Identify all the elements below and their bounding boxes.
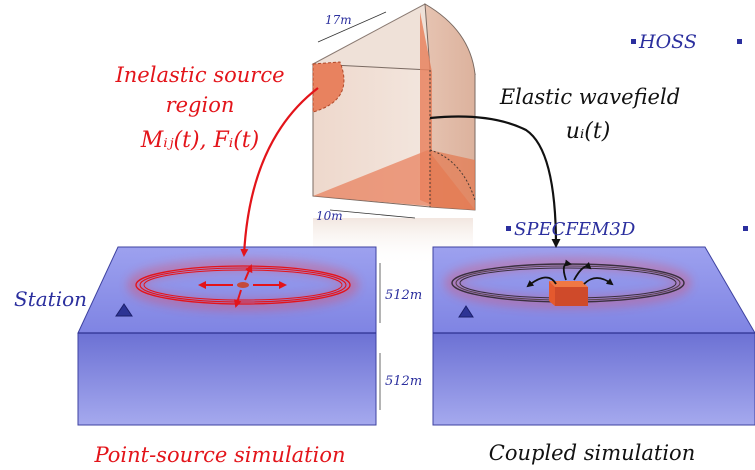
- label-512m-bottom: 512m: [385, 374, 422, 389]
- right-caption: Coupled simulation: [489, 441, 695, 465]
- inelastic-label-line3: Mᵢⱼ(t), Fᵢ(t): [140, 128, 259, 153]
- coupled-box: [432, 246, 755, 426]
- label-hoss: HOSS: [638, 31, 697, 53]
- left-station-marker: [115, 303, 133, 317]
- right-box-front: [432, 332, 755, 426]
- coupled-cube-front: [549, 281, 555, 306]
- inelastic-label-line2: region: [166, 93, 235, 117]
- point-source-box: [77, 246, 381, 426]
- cube-arrow-up-right: [573, 261, 592, 281]
- inelastic-region-patch: [312, 61, 345, 113]
- left-box-top: [77, 246, 377, 334]
- red-connector-arrow: [240, 87, 319, 257]
- specfem-tag: SPECFEM3D: [506, 219, 748, 240]
- point-source-dot: [237, 282, 249, 288]
- left-box-front: [77, 332, 377, 426]
- left-ring-outer: [135, 265, 351, 305]
- elastic-label-line1: Elastic wavefield: [499, 85, 680, 109]
- cube-arrow-left: [526, 276, 557, 288]
- cube-arrow-right: [583, 277, 614, 286]
- left-glow: [128, 260, 358, 310]
- hoss-tag: HOSS: [631, 31, 742, 53]
- left-caption: Point-source simulation: [93, 443, 345, 467]
- block-dotted-arc: [429, 149, 476, 201]
- coupled-cube-top: [549, 281, 588, 287]
- inelastic-label-line1: Inelastic source: [114, 63, 284, 87]
- force-arrow-down: [233, 289, 242, 308]
- label-specfem: SPECFEM3D: [514, 219, 636, 240]
- coupled-cube-side: [555, 287, 588, 306]
- station-label: Station: [14, 287, 87, 311]
- inelastic-source-block: [311, 3, 476, 266]
- force-arrow-up: [244, 264, 253, 281]
- black-connector-arrow: [429, 115, 561, 248]
- left-ring-inner: [143, 269, 343, 301]
- elastic-label-line2: uᵢ(t): [566, 119, 611, 144]
- label-512m-top: 512m: [385, 288, 422, 303]
- label-10m: 10m: [316, 209, 343, 223]
- dim-line-10m: [329, 209, 416, 219]
- left-ring-mid: [139, 267, 347, 303]
- cube-arrow-up-left: [562, 259, 572, 281]
- label-17m: 17m: [325, 13, 352, 27]
- block-orange-plane-side: [430, 150, 475, 210]
- dim-line-17m: [317, 11, 387, 43]
- right-station-marker: [458, 305, 474, 318]
